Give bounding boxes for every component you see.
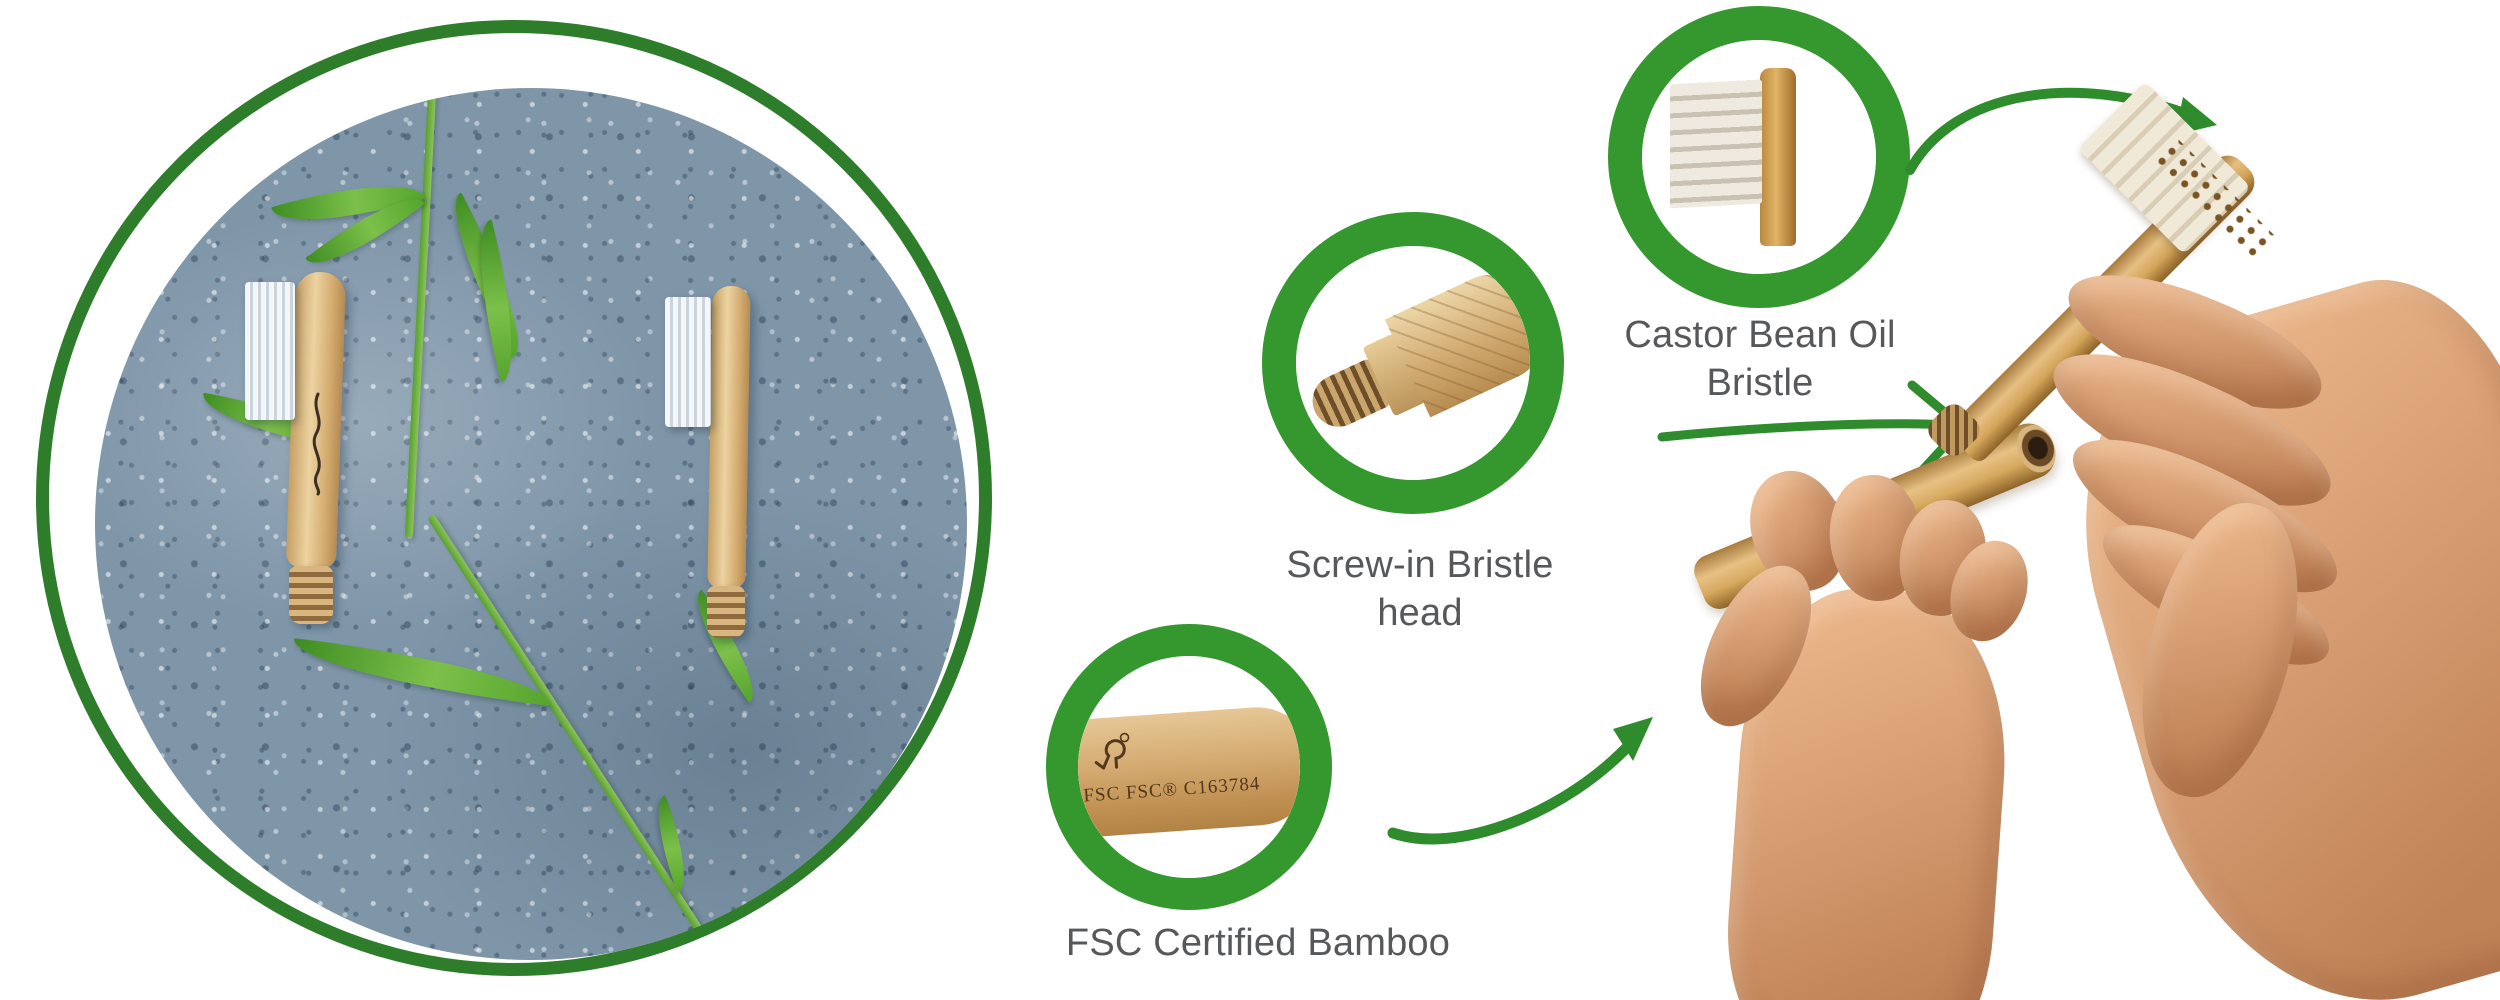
callout-label-line1: Castor Bean Oil [1624, 314, 1896, 356]
screw-piece [1296, 256, 1530, 469]
toothbrush-handle [707, 285, 751, 589]
brand-engraving [312, 392, 321, 496]
callout-label-line1: FSC Certified Bamboo [1065, 922, 1451, 964]
callout-label-line2: head [1377, 591, 1463, 634]
callout-label-castor-bristle: Castor Bean Oil Bristle [1570, 312, 1950, 408]
callout-label-fsc-bamboo: FSC Certified Bamboo [1028, 920, 1488, 968]
callout-circle-screw-head [1262, 212, 1564, 514]
callout-circle-fsc-bamboo: FSC FSC® C163784 [1046, 624, 1332, 910]
bristle-head-photo [1642, 40, 1876, 274]
toothbrush-screw-end [707, 586, 745, 638]
bamboo-stick [1760, 68, 1796, 246]
bamboo-handle-closeup: FSC FSC® C163784 [1078, 703, 1300, 839]
toothbrush-bristles [245, 282, 295, 420]
hero-stone-photo [95, 88, 967, 960]
screw-thread-photo [1296, 246, 1530, 480]
bamboo-leaf [644, 795, 699, 893]
toothbrush-screw-end [289, 566, 333, 624]
curved-arrow-bottom-icon [1387, 717, 1653, 845]
bamboo-stem [404, 88, 438, 538]
callout-label-line1: Screw-in Bristle [1286, 544, 1554, 586]
handle-socket-hole [2010, 419, 2063, 478]
callout-label-screw-head: Screw-in Bristle head [1230, 542, 1610, 638]
toothbrush-bristles [665, 297, 711, 427]
fsc-bamboo-photo: FSC FSC® C163784 [1078, 656, 1300, 878]
fsc-certificate-text: FSC FSC® C163784 [1082, 773, 1262, 807]
fsc-logo-icon [1094, 732, 1130, 770]
callout-circle-castor-bristle [1608, 6, 1910, 308]
callout-label-line2: Bristle [1706, 361, 1814, 404]
bamboo-stem [427, 513, 739, 960]
bristle-tufts [1670, 79, 1762, 209]
